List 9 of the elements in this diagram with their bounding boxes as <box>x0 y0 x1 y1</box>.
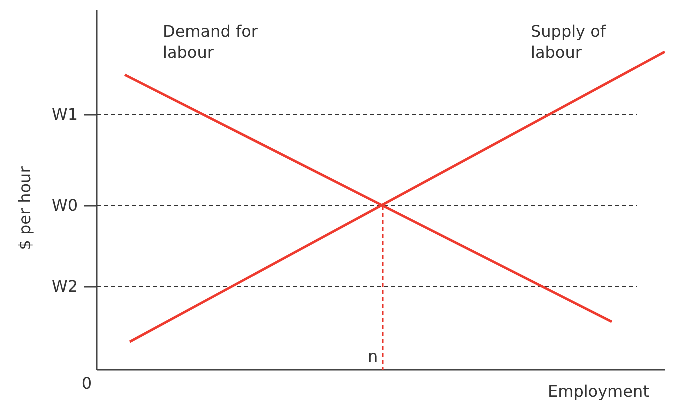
axis-label: n <box>368 346 380 367</box>
axis-label: W1 <box>51 104 78 125</box>
curve-label: Demand for labour <box>163 21 259 63</box>
axis-title: $ per hour <box>14 166 36 252</box>
axis-title: Employment <box>548 381 650 402</box>
curve-label: Supply of labour <box>531 21 608 63</box>
axis-label: W0 <box>51 195 78 216</box>
axis-label: W2 <box>51 276 78 297</box>
origin-label: 0 <box>80 373 92 394</box>
